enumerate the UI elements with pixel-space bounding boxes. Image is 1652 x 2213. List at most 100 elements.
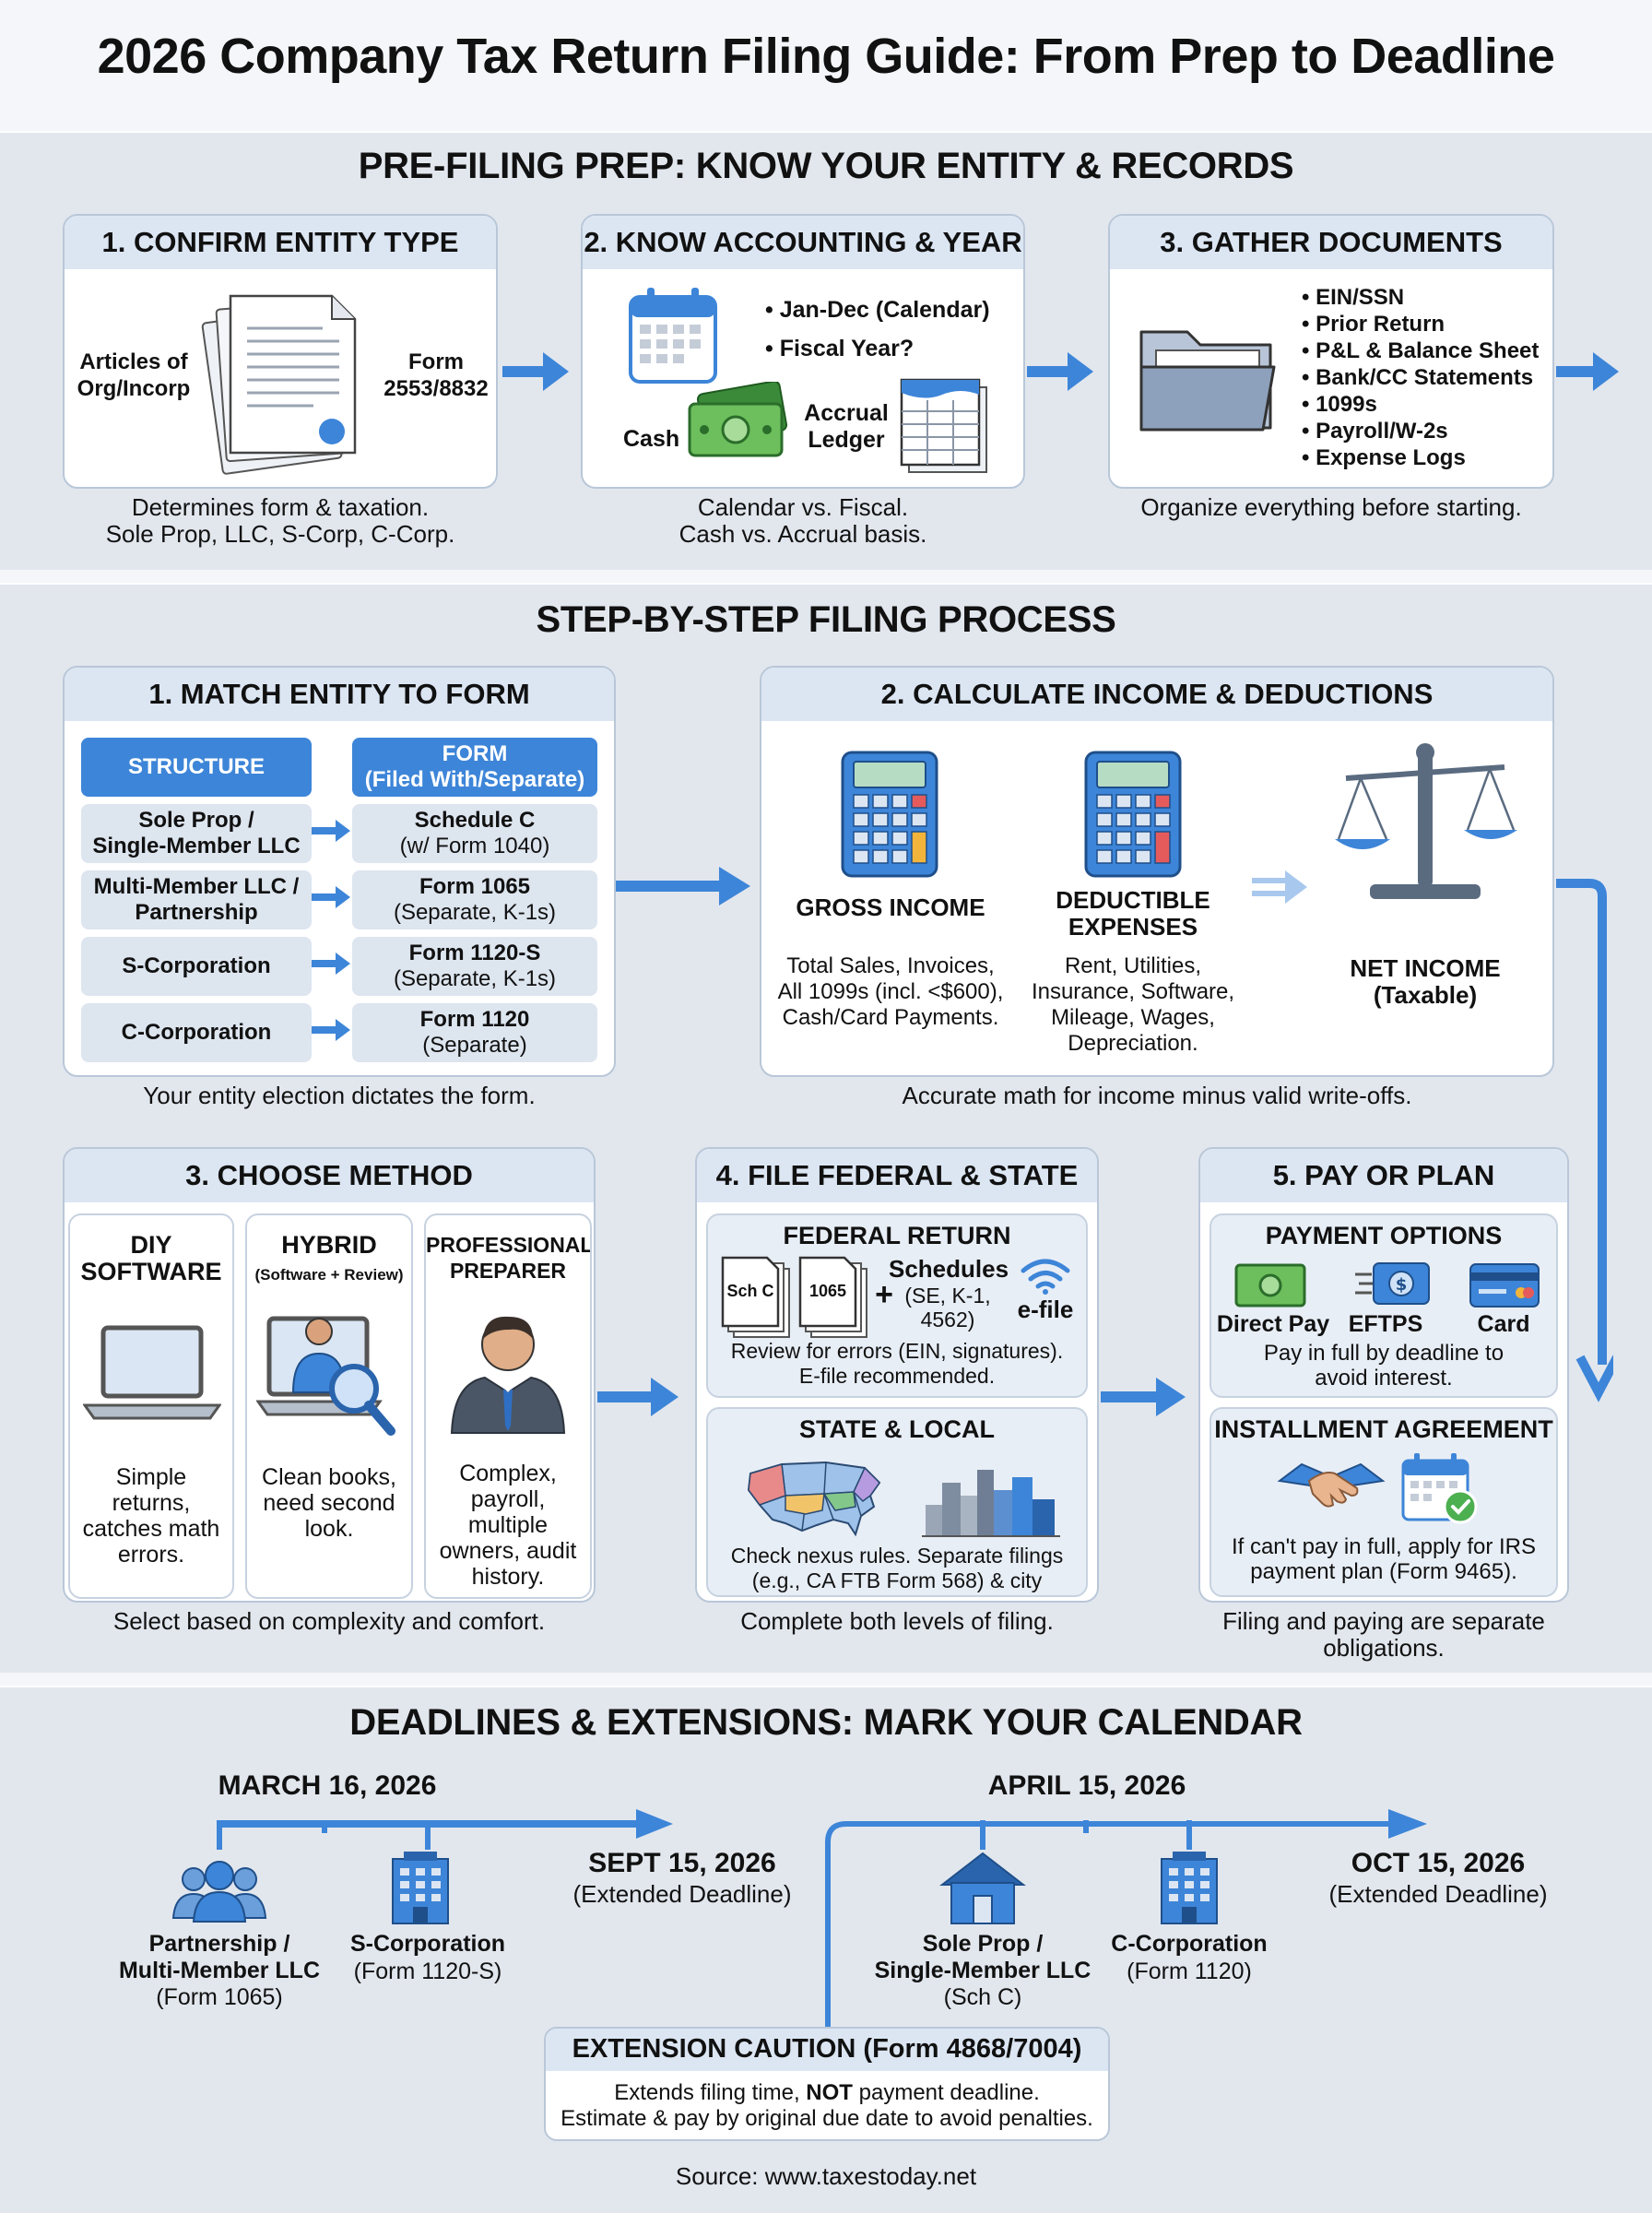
documents-icon	[201, 294, 357, 475]
calculate-title: 2. CALCULATE INCOME & DEDUCTIONS	[761, 668, 1552, 721]
pay-caption: Filing and paying are separate obligatio…	[1222, 1607, 1545, 1662]
structure-cell: Multi-Member LLC / Partnership	[81, 870, 312, 929]
eftps-label: EFTPS	[1348, 1311, 1423, 1337]
calculator-icon	[841, 751, 938, 878]
form-cell: Form 1065 (Separate, K-1s)	[352, 870, 597, 929]
wifi-icon	[1021, 1259, 1070, 1295]
state-local-panel: STATE & LOCAL Check nexus rules. Separat…	[706, 1407, 1088, 1597]
sch-c-label: Sch C	[726, 1282, 774, 1300]
ccorp-form: (Form 1120)	[1127, 1959, 1252, 1984]
building-icon	[392, 1852, 449, 1924]
form-header: FORM (Filed With/Separate)	[352, 738, 597, 797]
state-local-desc: Check nexus rules. Separate filings (e.g…	[730, 1544, 1064, 1595]
source-note: Source: www.taxestoday.net	[675, 2162, 977, 2190]
installment-title: INSTALLMENT AGREEMENT	[1214, 1415, 1553, 1443]
professional-title: PROFESSIONAL PREPARER	[426, 1233, 592, 1283]
arrow-right-icon	[616, 867, 750, 905]
gather-documents-card: 3. GATHER DOCUMENTS EIN/SSN Prior Return…	[1108, 214, 1554, 489]
double-arrow-icon	[1252, 870, 1307, 904]
eftps-icon: $	[1355, 1262, 1430, 1305]
form-name: Form 1120	[419, 1007, 530, 1032]
structure-cell: C-Corporation	[81, 1003, 312, 1062]
form-cell: Form 1120-S (Separate, K-1s)	[352, 937, 597, 996]
list-item: 1099s	[1302, 391, 1539, 418]
form-note: (w/ Form 1040)	[399, 834, 550, 858]
cash-icon	[688, 382, 788, 457]
laptop-icon	[83, 1325, 221, 1420]
list-item: Expense Logs	[1302, 444, 1539, 471]
list-item: Prior Return	[1302, 311, 1539, 337]
scale-icon	[1335, 743, 1517, 899]
extension-caution-title: EXTENSION CAUTION (Form 4868/7004)	[572, 2034, 1082, 2064]
list-item: EIN/SSN	[1302, 284, 1539, 311]
city-icon	[922, 1470, 1060, 1537]
partnership-form: (Form 1065)	[156, 1984, 283, 2010]
structure-header: STRUCTURE	[81, 738, 312, 797]
file-caption: Complete both levels of filing.	[740, 1607, 1054, 1635]
deductible-expenses-label: DEDUCTIBLE EXPENSES	[1056, 886, 1210, 941]
gross-income-desc: Total Sales, Invoices, All 1099s (incl. …	[777, 953, 1004, 1030]
cash-label: Cash	[623, 426, 680, 452]
payment-options-desc: Pay in full by deadline to avoid interes…	[1263, 1341, 1504, 1391]
articles-label: Articles of Org/Incorp	[77, 349, 191, 401]
calculate-card: 2. CALCULATE INCOME & DEDUCTIONS GROSS I…	[760, 666, 1554, 1077]
hybrid-option: HYBRID (Software + Review) Clean books, …	[245, 1213, 413, 1599]
structure-cell: Sole Prop / Single-Member LLC	[81, 804, 312, 863]
partnership-label: Partnership / Multi-Member LLC	[118, 1931, 321, 1983]
calendar-check-icon	[1401, 1453, 1478, 1524]
people-icon	[171, 1861, 267, 1923]
calculator-icon	[1084, 751, 1182, 878]
choose-method-card: 3. CHOOSE METHOD DIY SOFTWARE Simple ret…	[63, 1147, 596, 1603]
arrow-right-icon	[597, 1378, 678, 1416]
soleprop-form: (Sch C)	[943, 1984, 1022, 2010]
deductible-expenses-desc: Rent, Utilities, Insurance, Software, Mi…	[1031, 953, 1235, 1056]
accounting-year-card: 2. KNOW ACCOUNTING & YEAR • Jan-Dec (Cal…	[581, 214, 1025, 489]
prep-heading: PRE-FILING PREP: KNOW YOUR ENTITY & RECO…	[358, 146, 1294, 186]
scorp-form: (Form 1120-S)	[353, 1959, 502, 1984]
form-1065-label: 1065	[808, 1282, 847, 1300]
house-icon	[939, 1852, 1026, 1924]
ledger-icon	[900, 378, 987, 473]
net-income-label: NET INCOME (Taxable)	[1350, 954, 1501, 1009]
state-local-title: STATE & LOCAL	[799, 1415, 995, 1443]
caution-text: Extends filing time,	[614, 2080, 807, 2105]
direct-pay-label: Direct Pay	[1216, 1311, 1330, 1337]
payment-options-title: PAYMENT OPTIONS	[1265, 1222, 1503, 1249]
list-item: Payroll/W-2s	[1302, 418, 1539, 444]
form-name: Form 1120-S	[408, 941, 541, 965]
gather-documents-caption: Organize everything before starting.	[1140, 493, 1522, 521]
list-item: Bank/CC Statements	[1302, 364, 1539, 391]
april-timeline	[825, 1809, 1427, 2032]
card-label: Card	[1477, 1311, 1530, 1337]
us-map-icon	[747, 1461, 881, 1537]
april-date: APRIL 15, 2026	[987, 1770, 1186, 1801]
svg-text:$: $	[1396, 1275, 1408, 1295]
card-icon	[1469, 1263, 1540, 1308]
calendar-icon	[629, 288, 717, 384]
arrow-right-icon	[1101, 1378, 1186, 1416]
accounting-year-caption: Calendar vs. Fiscal. Cash vs. Accrual ba…	[678, 493, 927, 548]
extension-caution-line2: Estimate & pay by original due date to a…	[560, 2106, 1093, 2131]
list-item: P&L & Balance Sheet	[1302, 337, 1539, 364]
installment-panel: INSTALLMENT AGREEMENT If can't pay in fu…	[1210, 1407, 1558, 1597]
confirm-entity-card: 1. CONFIRM ENTITY TYPE Articles of Org/I…	[63, 214, 498, 489]
row-arrows	[312, 820, 350, 1041]
march-date: MARCH 16, 2026	[218, 1770, 437, 1801]
extension-caution-line1: Extends filing time, NOT payment deadlin…	[546, 2080, 1108, 2106]
diy-option: DIY SOFTWARE Simple returns, catches mat…	[68, 1213, 234, 1599]
hybrid-desc: Clean books, need second look.	[262, 1464, 396, 1542]
confirm-entity-caption: Determines form & taxation. Sole Prop, L…	[105, 493, 455, 548]
arrow-right-icon	[502, 352, 569, 391]
choose-method-title: 3. CHOOSE METHOD	[65, 1149, 594, 1202]
diy-title: DIY SOFTWARE	[80, 1231, 222, 1285]
pay-title: 5. PAY OR PLAN	[1200, 1149, 1567, 1202]
document-icon	[721, 1256, 790, 1338]
march-timeline	[217, 1809, 673, 1850]
april-extended-note: (Extended Deadline)	[1328, 1880, 1548, 1908]
schedules-label: Schedules	[889, 1255, 1009, 1283]
choose-method-caption: Select based on complexity and comfort.	[112, 1607, 546, 1635]
file-card: 4. FILE FEDERAL & STATE FEDERAL RETURN S…	[695, 1147, 1099, 1603]
match-entity-card: 1. MATCH ENTITY TO FORM STRUCTURE FORM (…	[63, 666, 616, 1077]
plus-sign: +	[875, 1277, 893, 1312]
form-name: Form 1065	[419, 874, 531, 899]
